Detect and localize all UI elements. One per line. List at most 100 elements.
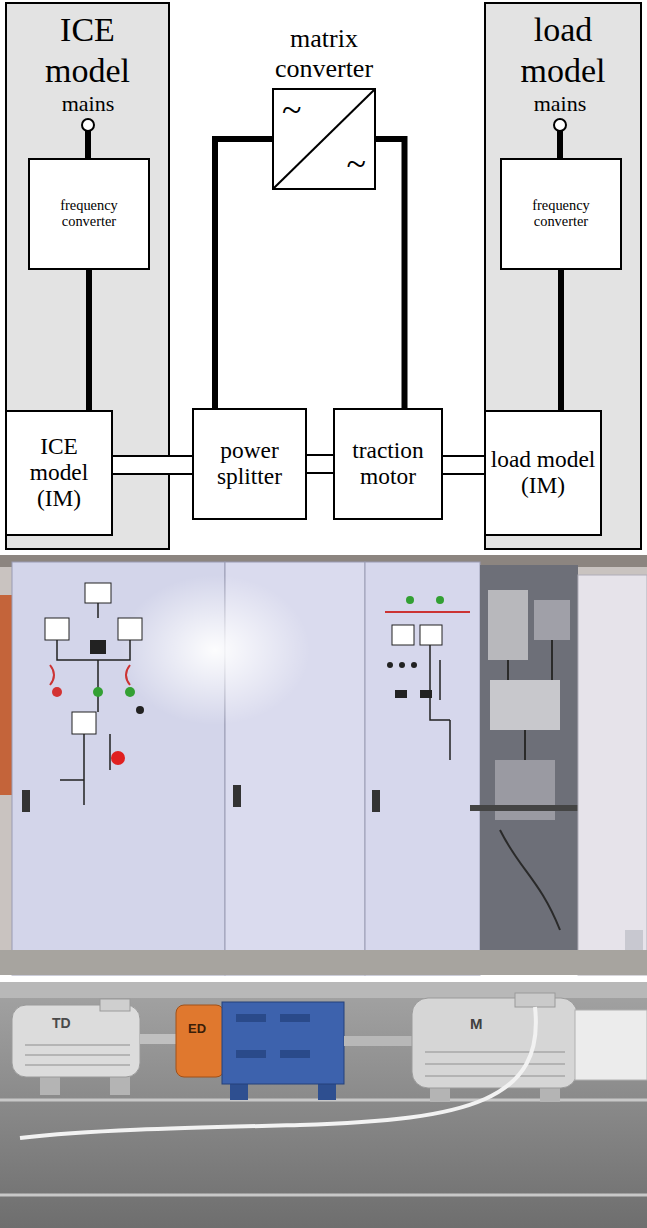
supply-label: mains (62, 92, 115, 116)
cabinet (365, 562, 480, 975)
meter (392, 625, 414, 645)
cable (470, 805, 578, 811)
coupling-ring (176, 1005, 224, 1077)
box-label: traction motor (339, 438, 437, 489)
indicator-lamp (93, 687, 103, 697)
box-label: matrix converter (254, 24, 394, 84)
motor-foot (110, 1075, 130, 1095)
shaft (140, 1034, 178, 1044)
supply-wire (85, 131, 91, 158)
switch (395, 690, 407, 698)
terminal-box (515, 993, 555, 1007)
machine-marking: M (470, 1016, 483, 1033)
photo-background (0, 555, 647, 975)
component-box: load model (IM) (484, 410, 602, 536)
emergency-button (111, 751, 125, 765)
machine-marking: ED (188, 1022, 206, 1036)
meter (118, 618, 142, 640)
cabinet-photo (0, 555, 647, 975)
box-label: load model (IM) (490, 447, 596, 498)
meter (85, 583, 111, 603)
machine-foot (230, 1084, 248, 1100)
component-box: frequency converter (500, 158, 622, 270)
device (490, 680, 560, 730)
box-label: frequency converter (506, 198, 616, 230)
device (488, 590, 528, 660)
box-label: ICE model (IM) (11, 434, 107, 511)
shaft-fill (443, 457, 484, 473)
power-line-path (86, 270, 92, 410)
power-line (215, 139, 272, 408)
converter-box: matrix converter~~ (272, 88, 376, 190)
indicator-lamp (52, 687, 62, 697)
group-heading: ICE model (7, 10, 168, 92)
supply-wire (557, 131, 563, 158)
mechanical-shaft (307, 464, 333, 465)
motor-end-cylinder (575, 1010, 647, 1080)
photo-background (0, 982, 647, 1228)
supply-label: mains (534, 92, 587, 116)
orange-object (0, 595, 12, 795)
power-line (561, 270, 562, 410)
box-label: frequency converter (34, 198, 144, 230)
indicator-lamp (387, 662, 393, 668)
mains-terminal (554, 119, 566, 131)
open-door (578, 575, 647, 975)
machine-slot (280, 1014, 310, 1022)
shaft (344, 1036, 412, 1046)
group-heading: load model (486, 10, 640, 92)
shaft-outline (443, 455, 484, 475)
light-glare (120, 575, 310, 725)
indicator-lamp (411, 662, 417, 668)
power-line (376, 139, 405, 408)
motor-foot (40, 1075, 60, 1095)
panel-schematic (385, 611, 470, 613)
indicator-lamp (399, 662, 405, 668)
ac-symbol: ~ (282, 92, 301, 128)
shaft-outline (113, 455, 192, 475)
box-label: power splitter (198, 438, 301, 489)
motor-body (412, 998, 577, 1088)
component-box: frequency converter (28, 158, 150, 270)
wiring (500, 640, 560, 930)
panel-schematic (57, 603, 130, 805)
mechanical-shaft (443, 465, 484, 466)
machine-slot (236, 1050, 266, 1058)
power-line-path (376, 139, 405, 408)
meter (420, 625, 442, 645)
door-handle (233, 785, 241, 807)
cooling-fins (25, 1045, 130, 1065)
shaft-outline (307, 454, 333, 474)
door-handle (372, 790, 380, 812)
mains-terminal (82, 119, 94, 131)
component-box: power splitter (192, 408, 307, 520)
switch (90, 640, 106, 654)
indicator-lamp (136, 706, 144, 714)
power-line-path (558, 270, 564, 410)
machine-foot (318, 1084, 336, 1100)
machine-slot (280, 1050, 310, 1058)
motor-test-bench-photo (0, 982, 647, 1228)
shaft-fill (113, 457, 192, 473)
open-cabinet-interior (480, 565, 578, 975)
machine-slot (236, 1014, 266, 1022)
bench-rail (0, 1100, 647, 1195)
indicator-lamp (125, 687, 135, 697)
meter (45, 618, 69, 640)
ac-symbol: ~ (347, 146, 366, 182)
power-line (89, 270, 90, 410)
machine-body (222, 1002, 344, 1084)
shaft-fill (307, 456, 333, 472)
motor-body (12, 1005, 140, 1077)
indicator-lamp (436, 596, 444, 604)
panel-schematic (50, 665, 130, 685)
cooling-fins (425, 1052, 565, 1076)
meter (72, 712, 96, 734)
floor (0, 950, 647, 975)
machine-marking: TD (52, 1016, 71, 1031)
power-line-path (215, 139, 272, 408)
indicator-lamp (406, 596, 414, 604)
panel-schematic (430, 645, 450, 760)
